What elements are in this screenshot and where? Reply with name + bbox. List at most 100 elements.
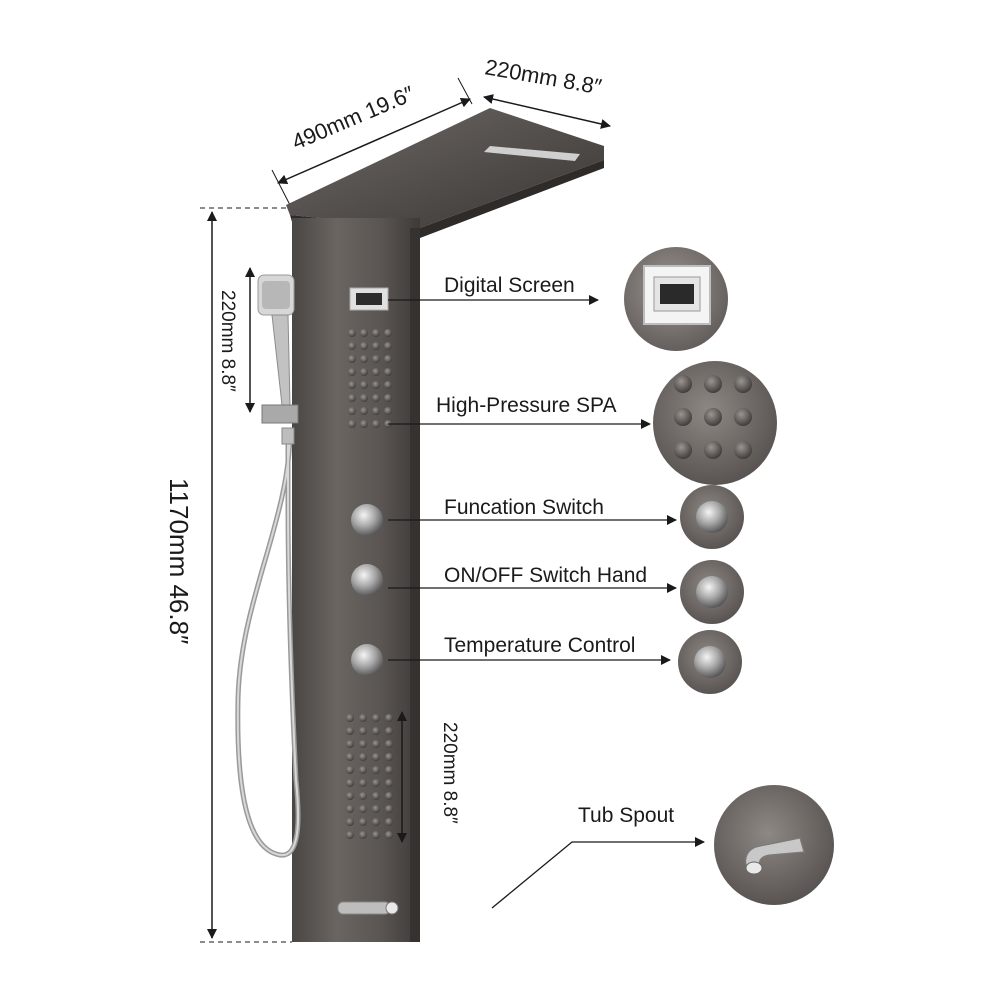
spa-jet — [385, 740, 393, 748]
spa-jets-detail — [674, 375, 752, 459]
callout-tub-spout: Tub Spout — [491, 785, 834, 909]
spa-jet — [372, 714, 380, 722]
on-off-switch-label: ON/OFF Switch Hand — [444, 564, 647, 587]
callout-function-switch: Funcation Switch — [388, 485, 744, 549]
spa-jet — [360, 368, 368, 376]
spa-jet — [346, 831, 354, 839]
spa-jet — [348, 342, 356, 350]
lower-jets-label: 220mm 8.8″ — [439, 722, 460, 824]
spa-jet — [385, 779, 393, 787]
spa-jet — [372, 740, 380, 748]
hand-shower-face — [262, 281, 290, 309]
spa-jet — [346, 727, 354, 735]
function-switch-label: Funcation Switch — [444, 496, 604, 519]
spa-jet — [384, 394, 392, 402]
spa-jet — [372, 394, 380, 402]
spa-jet — [372, 407, 380, 415]
spa-jet — [385, 727, 393, 735]
spa-jet — [359, 727, 367, 735]
top-width-label: 490mm 19.6″ — [288, 81, 418, 155]
spa-jet — [360, 381, 368, 389]
spa-jet — [384, 407, 392, 415]
callout-high-pressure-spa: High-Pressure SPA — [388, 361, 777, 485]
tub-spout-label: Tub Spout — [578, 804, 674, 827]
spa-jet — [359, 831, 367, 839]
spa-jet-detail — [674, 441, 692, 459]
spa-jet — [372, 805, 380, 813]
spa-jet-detail — [734, 408, 752, 426]
upper-jets — [348, 329, 392, 428]
spa-jet — [346, 766, 354, 774]
digital-screen-label: Digital Screen — [444, 274, 575, 297]
callout-temperature-control: Temperature Control — [388, 630, 742, 694]
shower-head-front-edge — [290, 160, 604, 238]
total-height-label: 1170mm 46.8″ — [164, 478, 194, 644]
spa-jet — [359, 818, 367, 826]
lower-jets-dimension: 220mm 8.8″ — [397, 711, 460, 843]
spa-jet — [372, 355, 380, 363]
spa-jet — [360, 342, 368, 350]
spa-jet — [346, 753, 354, 761]
spa-jet-detail — [704, 441, 722, 459]
spa-jet — [385, 792, 393, 800]
top-depth-label: 220mm 8.8″ — [483, 54, 604, 99]
spa-jet — [348, 381, 356, 389]
spa-jet-detail — [734, 441, 752, 459]
temperature-control-knob — [351, 644, 383, 676]
spa-jet-detail — [704, 375, 722, 393]
spa-jet — [385, 753, 393, 761]
temperature-control-detail-knob — [694, 646, 726, 678]
spa-jet — [385, 766, 393, 774]
spa-jet — [372, 420, 380, 428]
spa-jet — [385, 818, 393, 826]
spa-jet — [360, 329, 368, 337]
spa-jet — [348, 355, 356, 363]
on-off-switch-detail-knob — [696, 576, 728, 608]
spa-jet — [360, 355, 368, 363]
temperature-control-label: Temperature Control — [444, 634, 635, 657]
top-depth-arrow — [483, 94, 611, 129]
spa-jet — [348, 368, 356, 376]
shower-panel-body — [292, 218, 420, 942]
spa-jet — [348, 329, 356, 337]
spa-jet — [384, 368, 392, 376]
on-off-switch-knob — [351, 564, 383, 596]
spa-jet-detail — [674, 375, 692, 393]
rain-shower-head — [286, 108, 604, 238]
spa-jet — [348, 394, 356, 402]
spa-jet — [385, 831, 393, 839]
spa-jet-detail — [734, 375, 752, 393]
spa-jet — [372, 329, 380, 337]
spa-jet-detail — [704, 408, 722, 426]
spa-jet — [372, 818, 380, 826]
spa-jet — [359, 805, 367, 813]
hand-shower-assembly — [235, 274, 301, 858]
callout-digital-screen: Digital Screen — [388, 247, 728, 351]
spa-jet — [360, 407, 368, 415]
handheld-dimension: 220mm 8.8″ — [217, 267, 255, 413]
spa-jet — [384, 355, 392, 363]
hose-connector — [281, 427, 295, 445]
panel-side-edge — [410, 228, 420, 942]
total-height-dimension: 1170mm 46.8″ — [164, 207, 292, 943]
top-width-tick-left — [271, 169, 291, 206]
function-switch-knob — [351, 504, 383, 536]
spa-jet — [348, 407, 356, 415]
shower-hose-highlight — [236, 429, 300, 857]
function-switch-detail-knob — [696, 501, 728, 533]
tub-spout-outlet — [385, 901, 399, 915]
spa-jet-detail — [674, 408, 692, 426]
spa-jet — [372, 368, 380, 376]
spa-jet — [384, 329, 392, 337]
callout-on-off-switch: ON/OFF Switch Hand — [388, 560, 744, 624]
high-pressure-spa-label: High-Pressure SPA — [436, 394, 617, 417]
spa-jet — [359, 740, 367, 748]
spa-jet — [359, 753, 367, 761]
spa-jet — [372, 766, 380, 774]
top-width-arrow — [277, 98, 471, 184]
spa-jet — [346, 792, 354, 800]
digital-screen-lcd — [660, 284, 694, 304]
top-width-tick-right — [457, 77, 473, 105]
spa-jet — [359, 792, 367, 800]
